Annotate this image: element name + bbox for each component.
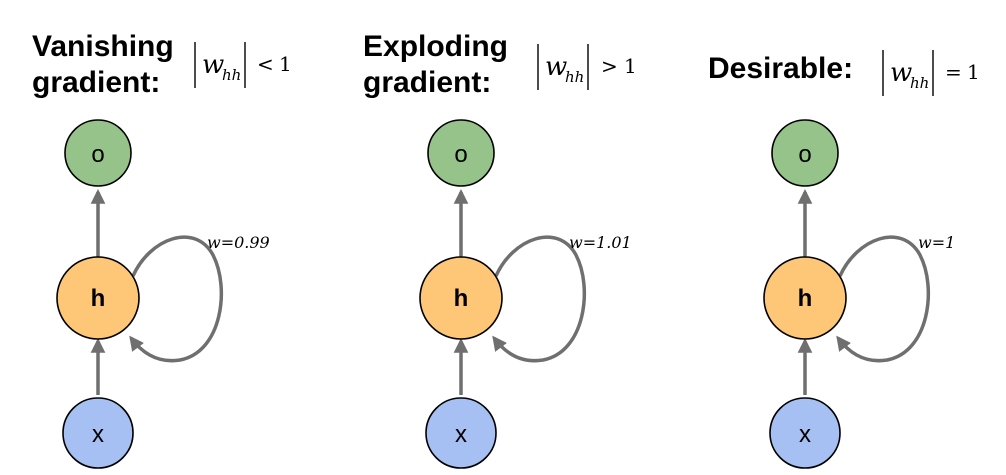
w-subscript: hh [910,74,929,92]
output-node [427,119,495,187]
w-subscript: hh [565,68,584,86]
operator: > [601,54,618,78]
bound: 1 [279,52,292,76]
panel-vanishing: Vanishing gradient: w hh < 1 o h x w=0.9… [32,30,292,469]
bound: 1 [624,54,637,78]
w-symbol: w [890,58,912,88]
input-node-label: x [799,421,811,448]
condition-formula: w hh > 1 [537,44,637,90]
weight-label: w=0.99 [207,233,270,252]
weight-label: w=1 [918,233,955,252]
recurrent-loop [836,235,931,363]
recurrent-loop [129,235,224,363]
w-symbol: w [202,50,224,80]
hidden-node-label: h [91,285,106,312]
output-node [64,119,132,187]
title-line-2: gradient: [363,66,491,99]
operator: < [257,52,274,76]
output-node [771,119,839,187]
bound: 1 [967,60,980,84]
input-node [769,397,841,469]
title-line-1: Exploding [363,30,508,63]
input-node-label: x [92,421,104,448]
output-node-label: o [798,141,811,168]
hidden-node [56,256,140,340]
weight-label: w=1.01 [569,233,632,252]
recurrent-loop [492,235,587,363]
panel-exploding: Exploding gradient: w hh > 1 o h x w=1.0… [363,30,637,469]
input-node-label: x [455,421,467,448]
hidden-node-label: h [798,285,813,312]
operator: = [945,60,962,84]
w-subscript: hh [222,66,241,84]
output-node-label: o [91,141,104,168]
title-line-2: gradient: [32,66,160,99]
w-symbol: w [545,52,567,82]
hidden-node-label: h [454,285,469,312]
condition-formula: w hh < 1 [194,42,292,88]
hidden-node [419,256,503,340]
output-node-label: o [454,141,467,168]
title-line-1: Vanishing [32,30,174,63]
hidden-node [763,256,847,340]
input-node [62,397,134,469]
title-line-1: Desirable: [708,52,853,85]
condition-formula: w hh = 1 [882,50,980,96]
input-node [425,397,497,469]
panel-desirable: Desirable: w hh = 1 o h x w=1 [708,50,980,469]
